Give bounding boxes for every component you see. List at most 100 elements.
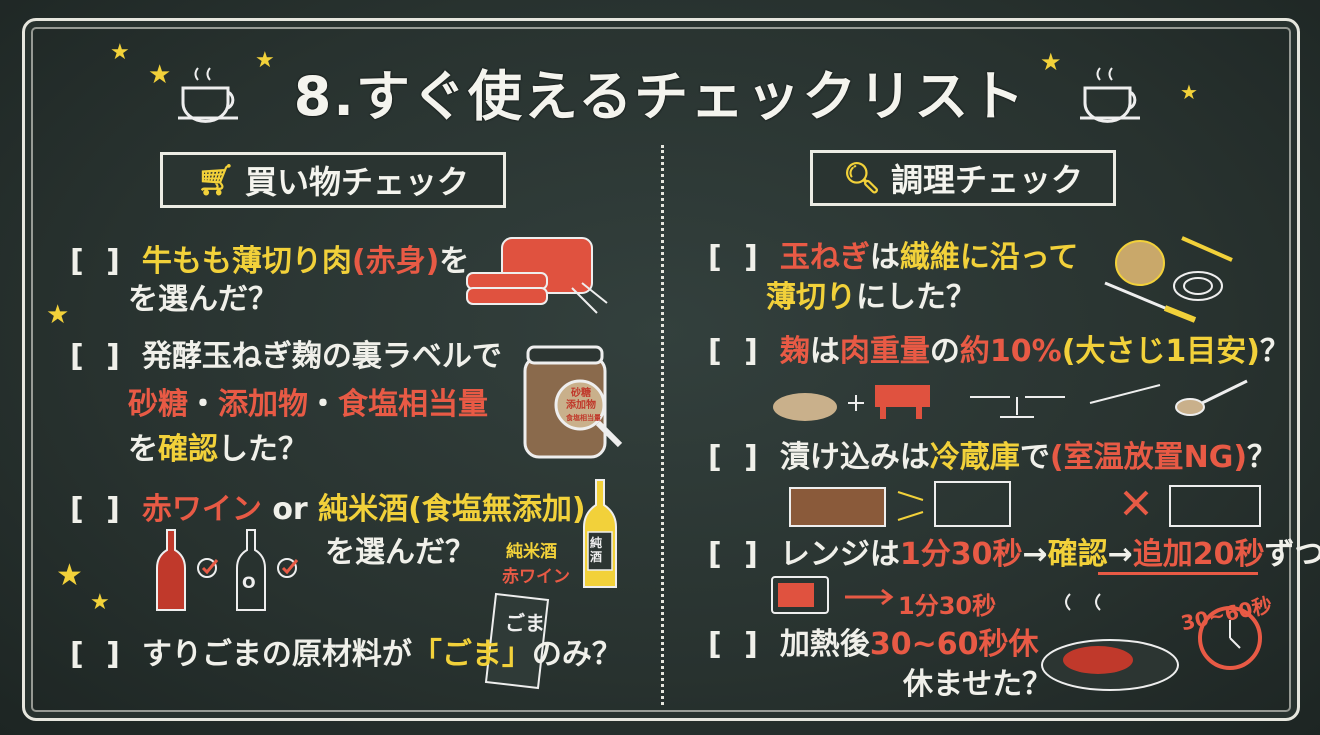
coffee-cup-icon <box>178 67 238 123</box>
sake-bottle-label: 純 酒 <box>590 536 603 564</box>
jar-label-sugar: 砂糖 <box>571 388 591 399</box>
checklist-line: 薄切りにした？ <box>766 278 976 318</box>
sake-bottle-illustration <box>583 479 617 588</box>
text-segment: ずつ？ <box>1264 537 1320 572</box>
microwave-icon <box>771 576 894 614</box>
resting-steak-and-clock <box>1041 593 1262 691</box>
fridge-vs-counter-illustration <box>789 481 1261 527</box>
chalk-frame <box>22 18 1300 721</box>
add-20s-underline <box>1098 572 1258 575</box>
text-segment: 冷蔵庫 <box>929 440 1020 475</box>
wine-and-sake-bottles <box>156 529 299 611</box>
star-icon: ★ <box>56 558 83 593</box>
text-segment: の <box>929 334 960 369</box>
column-divider <box>661 145 664 705</box>
text-segment: ・ <box>308 387 338 422</box>
star-icon: ★ <box>255 48 275 73</box>
sake-label: 純米酒 <box>506 542 557 562</box>
text-segment: (食塩無添加) <box>408 492 586 527</box>
checkbox[interactable]: [ ] <box>708 440 764 475</box>
sliced-meat-illustration <box>466 237 608 314</box>
text-segment: ・ <box>188 387 218 422</box>
checklist-line: 砂糖・添加物・食塩相当量 <box>128 385 488 425</box>
magnifier-icon: 🔍︎ <box>842 160 882 196</box>
text-segment: 繊維に沿って <box>899 240 1079 275</box>
koji-jar-illustration <box>523 345 623 459</box>
text-segment: を <box>128 432 158 467</box>
sesame-bag-illustration <box>484 592 550 690</box>
text-segment: → <box>1022 537 1048 572</box>
checklist-line: [ ]すりごまの原材料が「ごま」のみ？ <box>70 635 622 675</box>
text-segment: 確認 <box>158 432 218 467</box>
text-segment: 休ませた？ <box>903 667 1053 702</box>
checklist-line: [ ] 玉ねぎは繊維に沿って <box>708 238 1078 278</box>
checkbox[interactable]: [ ] <box>708 334 764 369</box>
text-segment: 肉重量 <box>839 334 930 369</box>
checkbox[interactable]: [ ] <box>70 637 126 672</box>
checklist-line: [ ] 発酵玉ねぎ麹の裏ラベルで <box>70 337 502 377</box>
text-segment: 薄切り <box>766 280 856 315</box>
text-segment: 追加20秒 <box>1132 537 1265 572</box>
koji-plus-beef-scale-illustration <box>773 379 1248 421</box>
text-segment: 牛もも薄切り肉 <box>141 244 352 279</box>
text-segment: 加熱後 <box>779 627 870 662</box>
checklist-line: [ ] 牛もも薄切り肉(赤身)を <box>70 242 469 282</box>
text-segment: レンジは <box>779 537 900 572</box>
cooking-heading: 調理チェック <box>891 161 1084 199</box>
star-icon: ★ <box>46 300 70 330</box>
text-segment: 約10% <box>959 334 1062 369</box>
checkbox[interactable]: [ ] <box>708 537 764 572</box>
text-segment: を選んだ？ <box>128 282 278 317</box>
checkbox[interactable]: [ ] <box>70 244 126 279</box>
checkbox[interactable]: [ ] <box>70 339 126 374</box>
text-segment: 赤ワイン <box>141 492 262 527</box>
text-segment: (室温放置NG) <box>1049 440 1248 475</box>
text-segment: は <box>869 240 900 275</box>
text-segment: 玉ねぎ <box>779 240 870 275</box>
text-segment: 「ごま」 <box>411 637 532 672</box>
text-segment: 発酵玉ねぎ麹の裏ラベルで <box>141 339 502 374</box>
checkbox[interactable]: [ ] <box>708 240 764 275</box>
star-icon: ★ <box>110 40 130 65</box>
text-segment: (赤身) <box>351 244 440 279</box>
checklist-line: を確認した？ <box>128 430 308 470</box>
jar-label: 砂糖 添加物 食塩相当量 <box>566 388 601 424</box>
text-segment: を <box>439 244 470 279</box>
cooking-section-banner: 🔍︎ 調理チェック <box>773 150 1153 209</box>
text-segment: (大さじ1目安) <box>1061 334 1260 369</box>
checklist-line: を選んだ？ <box>128 280 278 320</box>
text-segment: は <box>809 334 840 369</box>
text-segment: 食塩相当量 <box>338 387 488 422</box>
text-segment: 砂糖 <box>128 387 188 422</box>
jar-label-salt: 食塩相当量 <box>566 414 601 422</box>
coffee-cup-icon <box>1080 67 1140 123</box>
jar-label-additives: 添加物 <box>566 400 596 411</box>
text-segment: 純米酒 <box>318 492 409 527</box>
wine-label: 赤ワイン <box>502 567 570 587</box>
text-segment: 漬け込みは <box>779 440 930 475</box>
checklist-line: [ ]赤ワイン or 純米酒(食塩無添加) <box>70 490 586 530</box>
checklist-line: 休ませた？ <box>903 665 1052 705</box>
star-icon: ★ <box>1040 48 1062 76</box>
text-segment: 1分30秒 <box>899 537 1023 572</box>
text-segment: 麹 <box>779 334 810 369</box>
text-segment: 添加物 <box>218 387 308 422</box>
checklist-line: [ ] 麹は肉重量の約10%(大さじ1目安)？ <box>708 332 1290 372</box>
page-title: 8.すぐ使えるチェックリスト <box>293 65 1027 128</box>
text-segment: した？ <box>218 432 308 467</box>
star-icon: ★ <box>1180 80 1198 104</box>
checklist-line: [ ]レンジは1分30秒→確認→追加20秒ずつ？ <box>708 535 1320 575</box>
text-segment: ？ <box>1259 334 1290 369</box>
checklist-line: を選んだ？ <box>325 533 475 573</box>
shopping-cart-icon: 🛒︎ <box>196 162 236 198</box>
text-segment: で <box>1019 440 1050 475</box>
checklist-line: [ ]加熱後30~60秒休 <box>708 625 1039 665</box>
sesame-bag-label: ごま <box>505 611 545 635</box>
microwave-time-label: 1分30秒 <box>898 592 997 620</box>
text-segment: のみ？ <box>531 637 622 672</box>
shopping-heading: 買い物チェック <box>245 163 470 201</box>
checkbox[interactable]: [ ] <box>708 627 764 662</box>
checkbox[interactable]: [ ] <box>70 492 126 527</box>
sake-bottle-mark: O <box>242 573 256 592</box>
